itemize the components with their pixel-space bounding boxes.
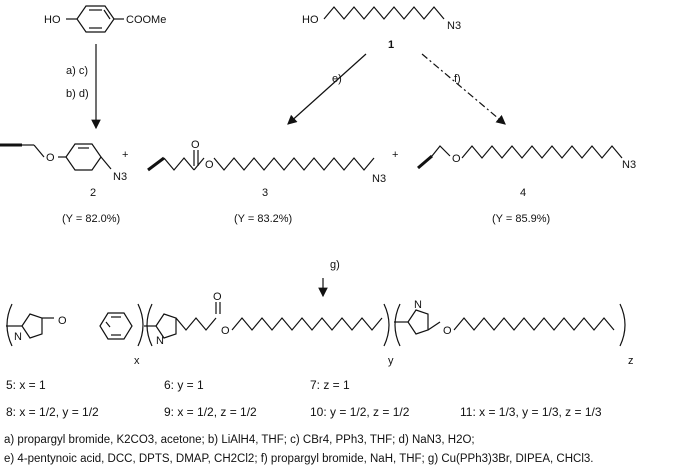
compound-2-number: 2 [90,187,96,199]
plus-sign-1: + [122,149,128,161]
unit-y-triazole-n: N [156,335,164,347]
compound-1-number: 1 [388,39,394,51]
compound-2-yield: (Y = 82.0%) [62,213,120,225]
compound-2-structure [0,143,112,171]
subscript-y: y [388,355,394,367]
compound-3-carbonyl-o: O [191,139,200,151]
subscript-z: z [628,355,634,367]
compound-4-ether-o: O [452,153,461,165]
polymer-unit-z [394,303,626,347]
compound-4-yield: (Y = 85.9%) [492,213,550,225]
compound-3-ester-o: O [205,159,214,171]
conditions-line-1: a) propargyl bromide, K2CO3, acetone; b)… [4,434,475,446]
conditions-line-2: e) 4-pentynoic acid, DCC, DPTS, DMAP, CH… [4,453,594,465]
unit-y-ester-o: O [221,325,230,337]
arrow-step-f [421,53,506,125]
composition-9: 9: x = 1/2, z = 1/2 [164,405,257,419]
step-label-b-d: b) d) [66,88,89,100]
plus-sign-2: + [392,149,398,161]
compound-3-number: 3 [262,187,268,199]
compound-2-azide: N3 [113,171,127,183]
subscript-x: x [134,355,140,367]
composition-11: 11: x = 1/3, y = 1/3, z = 1/3 [460,405,602,419]
compound-4-number: 4 [520,187,526,199]
step-label-g: g) [330,259,340,271]
methyl-4-hydroxybenzoate-structure [66,5,124,33]
compound-1-chain [323,6,445,20]
arrow-step-e [287,53,367,125]
unit-x-ether-o: O [58,315,67,327]
polymer-unit-x [6,303,144,347]
step-label-e: e) [332,73,342,85]
compound-3-structure [147,150,375,172]
unit-z-triazole-n: N [414,299,422,311]
compound-3-azide: N3 [372,173,386,185]
ester-oh-label: HO [44,14,61,26]
composition-8: 8: x = 1/2, y = 1/2 [6,405,99,419]
composition-7: 7: z = 1 [310,378,350,392]
composition-10: 10: y = 1/2, z = 1/2 [310,405,410,419]
step-label-a-c: a) c) [66,65,88,77]
unit-x-triazole-n: N [14,331,22,343]
compound-4-structure [417,145,623,170]
unit-y-carbonyl-o: O [213,291,222,303]
composition-6: 6: y = 1 [164,378,204,392]
compound-1-azide-label: N3 [447,20,461,32]
compound-4-azide: N3 [622,159,636,171]
compound-1-oh-label: HO [302,14,319,26]
ester-group-label: COOMe [126,14,166,26]
compound-3-yield: (Y = 83.2%) [234,213,292,225]
composition-5: 5: x = 1 [6,378,46,392]
unit-z-ether-o: O [443,325,452,337]
compound-2-ether-o: O [46,152,55,164]
polymer-unit-y [144,302,390,347]
step-label-f: f) [454,73,461,85]
